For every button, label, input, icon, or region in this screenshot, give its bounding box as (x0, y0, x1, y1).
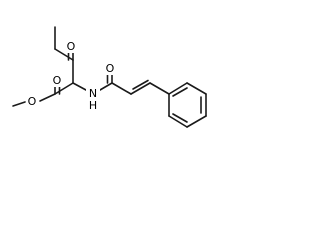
bond-ome-methyl (12, 101, 26, 107)
bond-alkene-2 (132, 79, 149, 90)
bond-alkene-1 (130, 82, 151, 95)
atom-ester-o: O (28, 95, 37, 108)
bond-n-amide (99, 82, 113, 91)
ring-bond-5 (168, 115, 188, 128)
bond-alkene-phenyl (149, 82, 170, 95)
bond-amide-alkene (111, 82, 132, 95)
bonds (12, 26, 207, 128)
atom-amide-n: N (89, 87, 97, 100)
bond-alpha-n (72, 82, 87, 91)
bond-ketone-ch2 (54, 48, 74, 61)
ring-bond-2 (186, 82, 207, 95)
bond-alpha-ester (54, 82, 74, 95)
ring-inner-1 (172, 87, 188, 97)
molecule-structure: O O O O N H (0, 0, 235, 146)
ring-inner-3 (172, 113, 188, 123)
structure-drawing: O O O O N H (12, 26, 207, 128)
bond-ester-o-carbon (39, 93, 56, 102)
ring-bond-1 (168, 82, 188, 95)
atom-ester-carbonyl-o: O (53, 74, 62, 87)
ring-bond-4 (186, 115, 207, 128)
atom-labels: O O O O N H (26, 39, 116, 112)
atom-ketone-o: O (67, 40, 76, 53)
atom-amide-h: H (89, 99, 97, 112)
atom-amide-o: O (106, 62, 115, 75)
